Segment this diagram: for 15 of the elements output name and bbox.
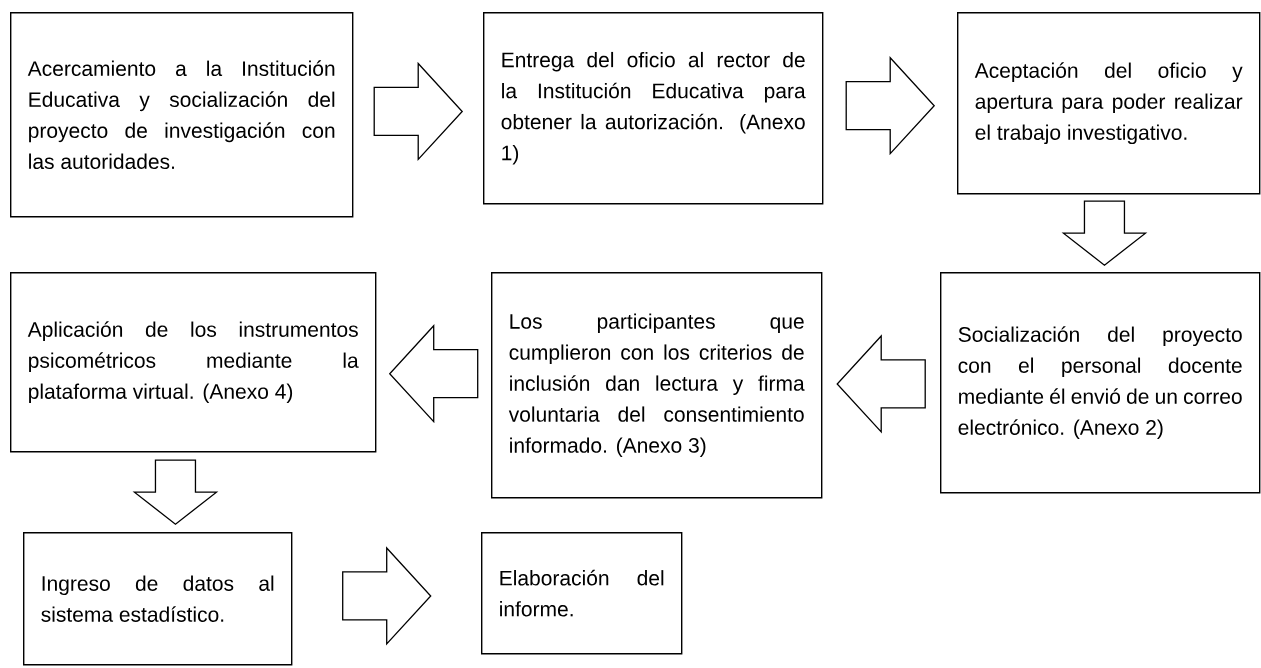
process-box: Aplicación de los instrumentos psicométricos mediante la plataforma virtual. (Anexo 4) <box>10 272 377 453</box>
block-arrow <box>388 324 479 424</box>
block-arrow <box>132 459 219 526</box>
block-arrow <box>836 334 926 434</box>
block-arrow <box>342 546 432 646</box>
process-box: Aceptación del oficio y apertura para poder realizar el trabajo investigativo. <box>957 12 1261 195</box>
process-box: Entrega del oficio al rector de la Institución Educativa para obtener la autorización. (Anexo 1) <box>483 12 824 205</box>
block-arrow <box>373 61 464 162</box>
process-box: Socialización del proyecto con el personal docente mediante él envió de un correo electrónico. (Anexo 2) <box>940 272 1261 494</box>
process-box: Los participantes que cumplieron con los criterios de inclusión dan lectura y firma voluntaria del consentimiento informado. (Anexo 3) <box>491 272 823 499</box>
process-box: Elaboración del informe. <box>481 532 683 655</box>
block-arrow <box>1061 200 1148 266</box>
process-box: Acercamiento a la Institución Educativa y socialización del proyecto de investigación con las autoridades. <box>10 12 354 218</box>
block-arrow <box>845 56 936 156</box>
process-box: Ingreso de datos al sistema estadístico. <box>23 532 293 666</box>
